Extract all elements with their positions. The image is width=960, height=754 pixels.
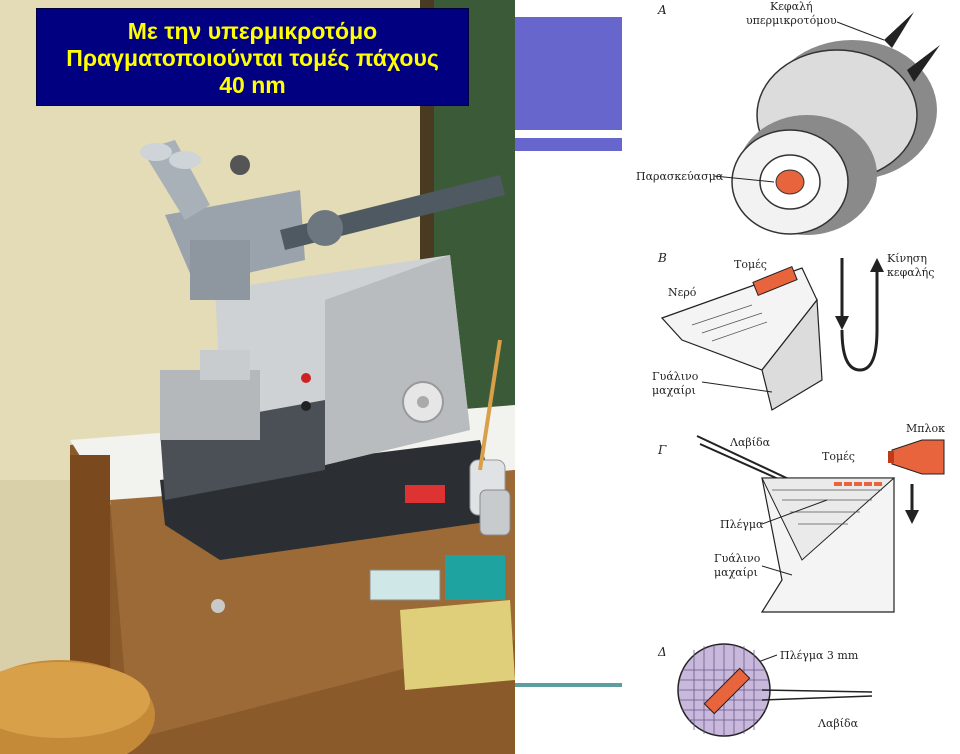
sections-label-b: Τομές (734, 258, 767, 271)
panel-g-letter: Γ (657, 443, 667, 457)
caption-line-1: Με την υπερμικροτόμο (127, 18, 378, 44)
photo-illustration (0, 0, 515, 754)
sections-ribbon-b (752, 265, 798, 297)
caption-banner: Με την υπερμικροτόμο Πραγματοποιούνται τ… (36, 8, 469, 106)
motion-label-2: κεφαλής (887, 266, 934, 279)
ultramicrotome-diagram: Α Κεφαλή υπερμικροτόμου Παρασκεύασμα Β Τ… (622, 0, 960, 754)
motion-label-1: Κίνηση (887, 252, 927, 265)
head-label-1: Κεφαλή (770, 0, 813, 13)
grid-label-d: Πλέγμα 3 mm (780, 649, 859, 662)
knife-label-g-2: μαχαίρι (714, 566, 758, 579)
sections-label-g: Τομές (822, 450, 855, 463)
panel-b-letter: Β (657, 251, 667, 265)
specimen-label: Παρασκεύασμα (636, 170, 724, 183)
accent-line (515, 683, 622, 687)
sections-on-grid-d (703, 667, 751, 715)
head-label-leader (836, 21, 885, 41)
panel-a-letter: Α (657, 3, 667, 17)
head-label-2: υπερμικροτόμου (746, 14, 837, 27)
diagram-figure: Α Κεφαλή υπερμικροτόμου Παρασκεύασμα Β Τ… (636, 0, 945, 737)
grid-label-g: Πλέγμα (720, 518, 764, 531)
panel-d-letter: Δ (657, 645, 667, 659)
sections-ribbon-g (834, 482, 882, 486)
caption-line-3: 40 nm (219, 72, 286, 98)
tweezers-label-d: Λαβίδα (817, 717, 859, 730)
specimen-block-g (891, 439, 945, 475)
accent-block-lower (515, 138, 622, 151)
knife-label-b-1: Γυάλινο (652, 370, 699, 383)
ultramicrotome-photo (0, 0, 515, 754)
tweezers-label-g: Λαβίδα (729, 436, 771, 449)
knife-label-g-1: Γυάλινο (714, 552, 761, 565)
accent-block (515, 17, 622, 130)
caption-line-2: Πραγματοποιούνται τομές πάχους (66, 45, 439, 71)
knife-label-b-2: μαχαίρι (652, 384, 696, 397)
water-label: Νερό (668, 286, 697, 299)
block-label: Μπλοκ (906, 422, 945, 435)
specimen-block (775, 169, 805, 195)
tweezers-d (761, 689, 873, 693)
